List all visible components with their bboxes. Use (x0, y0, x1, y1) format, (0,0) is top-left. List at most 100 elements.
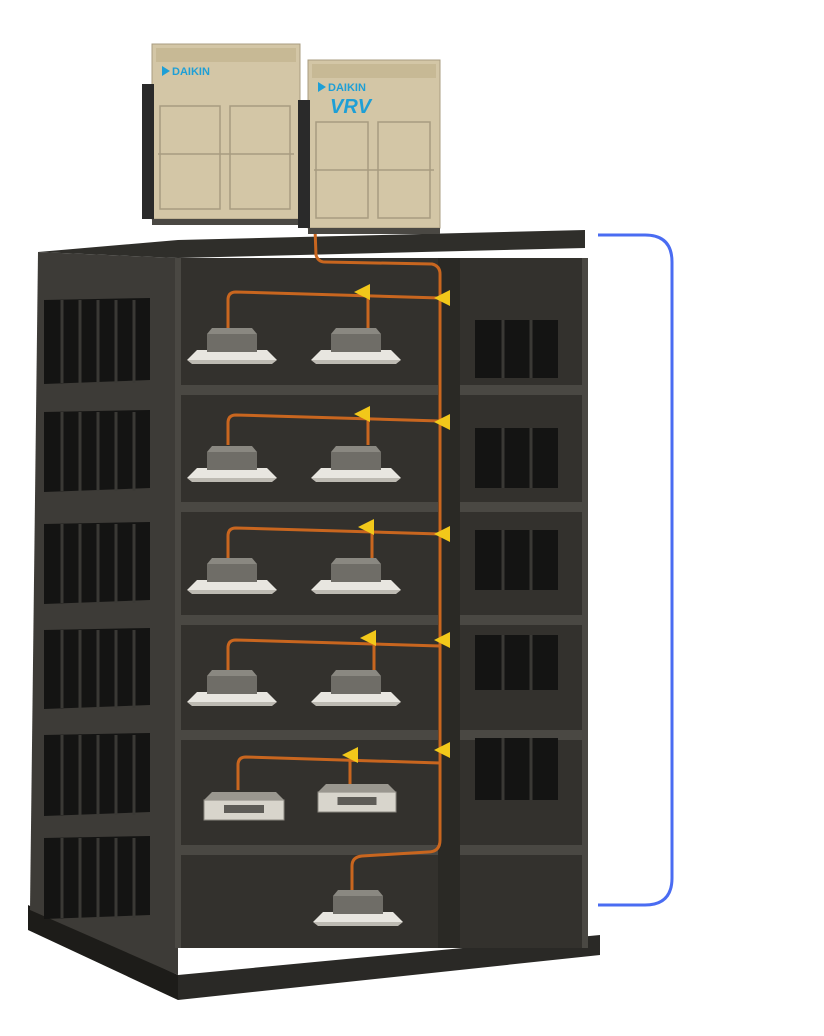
ducted-top (204, 792, 284, 800)
outdoor-unit-2: DAIKIN VRV (298, 59, 441, 234)
floor-slab-2 (178, 502, 588, 512)
flow-arrow-icon (358, 519, 374, 535)
cassette-panel (187, 350, 277, 360)
model-label: VRV (330, 96, 373, 118)
cassette-edge (311, 478, 401, 482)
flow-arrow-icon (434, 290, 450, 306)
cassette-panel (311, 468, 401, 478)
cassette-body (333, 896, 383, 914)
cassette-body (331, 676, 381, 694)
right-edge (582, 258, 588, 948)
ducted-top (318, 784, 396, 792)
cassette-edge (311, 360, 401, 364)
flow-arrow-icon (354, 406, 370, 422)
cassette-body (207, 452, 257, 470)
cassette-top (331, 558, 381, 564)
indoor-unit-floor-2-left (203, 792, 285, 821)
cassette-edge (187, 360, 277, 364)
right-window-2 (475, 428, 558, 488)
window-band-4 (44, 628, 150, 709)
right-window-5 (475, 738, 558, 800)
cassette-edge (187, 702, 277, 706)
daikin-logo-icon (162, 66, 170, 76)
flow-arrow-icon (360, 630, 376, 646)
branch-pipe-4 (226, 638, 441, 670)
unit-base (152, 219, 300, 225)
unit-panel (159, 105, 221, 210)
cassette-top (331, 670, 381, 676)
cassette-panel (187, 468, 277, 478)
branch-pipe-1 (226, 290, 441, 330)
left-facade-windows (44, 298, 150, 919)
cassette-top (207, 670, 257, 676)
flow-arrow-icon (434, 526, 450, 542)
right-window-1 (475, 320, 558, 378)
cassette-body (207, 334, 257, 352)
window-band-3 (44, 522, 150, 604)
flow-arrows (342, 284, 450, 763)
window-band-1 (44, 298, 150, 384)
brand-label: DAIKIN (172, 66, 210, 78)
building-base (28, 905, 178, 1000)
daikin-logo-icon (318, 82, 326, 92)
cassette-panel (311, 692, 401, 702)
cassette-body (207, 564, 257, 582)
right-window-3 (475, 530, 558, 590)
building-floor-slab (178, 935, 600, 1000)
floor-slab-5 (178, 845, 588, 855)
cassette-body (331, 334, 381, 352)
unit-base (308, 228, 440, 234)
cassette-top (331, 328, 381, 334)
unit-top-band (156, 48, 296, 62)
indoor-unit-floor-4-left (187, 446, 277, 482)
building-roof (38, 230, 585, 258)
window-band-2 (44, 410, 150, 492)
building-bracket (598, 233, 674, 907)
window-glass (475, 530, 558, 590)
cassette-top (207, 558, 257, 564)
window-band-6 (44, 836, 150, 919)
refrigerant-pipes (226, 148, 442, 895)
indoor-unit-floor-2-left (187, 670, 277, 706)
window-glass (475, 635, 558, 690)
flow-arrow-icon (434, 742, 450, 758)
cassette-edge (311, 702, 401, 706)
floor-slab-1 (178, 385, 588, 395)
indoor-units (187, 328, 403, 926)
indoor-unit-floor-4-right (311, 446, 401, 482)
window-glass (475, 428, 558, 488)
ducted-grille (224, 805, 264, 813)
front-edge (175, 258, 181, 948)
brand-label: DAIKIN (328, 82, 366, 94)
flow-arrow-icon (434, 414, 450, 430)
cassette-panel (187, 580, 277, 590)
flow-arrow-icon (354, 284, 370, 300)
cassette-panel (311, 580, 401, 590)
outdoor-unit-1: DAIKIN (142, 43, 301, 225)
cassette-edge (311, 590, 401, 594)
riser-column (438, 258, 460, 948)
cassette-body (331, 452, 381, 470)
indoor-unit-floor-5-right (311, 328, 401, 364)
flow-arrow-icon (434, 632, 450, 648)
unit-coil-side (142, 84, 154, 219)
branch-pipe-3 (226, 526, 441, 560)
indoor-unit-floor-3-left (187, 558, 277, 594)
unit-casing (307, 59, 441, 229)
indoor-unit-floor-2-right (317, 784, 397, 813)
cassette-panel (187, 692, 277, 702)
window-glass (475, 320, 558, 378)
right-window-4 (475, 635, 558, 690)
unit-top-band (312, 64, 436, 78)
cassette-panel (311, 350, 401, 360)
cassette-top (207, 328, 257, 334)
cassette-top (207, 446, 257, 452)
cassette-top (331, 446, 381, 452)
ducted-grille (337, 797, 377, 805)
floor-slab-4 (178, 730, 588, 740)
floor-slabs (175, 258, 588, 948)
cassette-edge (187, 478, 277, 482)
branch-pipe-2 (226, 413, 441, 445)
window-glass (475, 738, 558, 800)
